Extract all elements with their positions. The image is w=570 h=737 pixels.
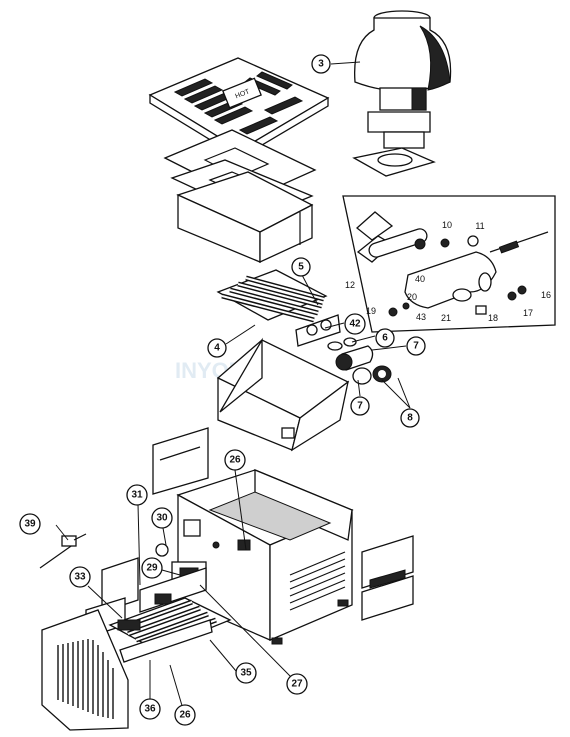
callout-39: 39 [19, 513, 41, 535]
callout-31: 31 [126, 484, 148, 506]
callout-42: 42 [344, 313, 366, 335]
svg-text:26: 26 [179, 710, 191, 721]
inset-label-40: 40 [415, 274, 425, 284]
callout-26-b: 26 [174, 704, 196, 726]
inset-label-12: 12 [345, 280, 355, 290]
combustion-chamber [216, 337, 350, 452]
igniter-assembly [39, 533, 87, 569]
inset-label-11: 11 [475, 221, 484, 231]
part-callouts: 3 4 5 42 6 7 7 8 26 31 30 39 29 33 35 27… [19, 54, 426, 726]
callout-27: 27 [286, 673, 308, 695]
callout-5: 5 [291, 257, 311, 277]
callout-36: 36 [139, 698, 161, 720]
top-cover-panel: HOT [148, 57, 330, 160]
svg-text:4: 4 [214, 343, 220, 354]
callout-26-a: 26 [224, 449, 246, 471]
draft-hood-stack [352, 10, 452, 177]
callout-8: 8 [400, 408, 420, 428]
inset-label-10: 10 [442, 220, 452, 230]
callout-7-a: 7 [406, 336, 426, 356]
callout-3: 3 [311, 54, 331, 74]
inset-label-16: 16 [541, 290, 551, 300]
svg-text:35: 35 [240, 668, 252, 679]
svg-text:30: 30 [156, 513, 168, 524]
water-unions [327, 337, 392, 385]
rear-access-panel [152, 427, 209, 495]
callout-29: 29 [141, 557, 163, 579]
inset-label-43: 43 [416, 312, 426, 322]
inset-label-18: 18 [488, 313, 498, 323]
inset-part-labels: 10 11 40 20 12 19 43 21 18 17 16 [345, 220, 551, 323]
heater-cabinet [176, 469, 354, 645]
svg-text:31: 31 [131, 490, 143, 501]
svg-text:6: 6 [382, 333, 388, 344]
callout-33: 33 [69, 566, 91, 588]
callout-4: 4 [207, 338, 227, 358]
svg-text:5: 5 [298, 262, 304, 273]
svg-text:3: 3 [318, 59, 324, 70]
svg-text:42: 42 [349, 319, 361, 330]
leader-lines [55, 61, 411, 710]
callout-6: 6 [375, 328, 395, 348]
svg-text:7: 7 [413, 341, 419, 352]
svg-text:27: 27 [291, 679, 303, 690]
inset-label-21: 21 [441, 313, 451, 323]
svg-text:26: 26 [229, 455, 241, 466]
callout-35: 35 [235, 662, 257, 684]
svg-text:8: 8 [407, 413, 413, 424]
svg-text:36: 36 [144, 704, 156, 715]
inset-label-17: 17 [523, 308, 533, 318]
svg-text:7: 7 [357, 401, 363, 412]
inset-label-19: 19 [366, 306, 376, 316]
svg-text:29: 29 [146, 563, 158, 574]
callout-30: 30 [151, 507, 173, 529]
svg-text:39: 39 [24, 519, 36, 530]
side-panels [361, 535, 414, 621]
flue-collector-box [176, 171, 314, 264]
inset-label-20: 20 [407, 292, 417, 302]
burner-tray-bracket [101, 557, 207, 613]
callout-7-b: 7 [350, 396, 370, 416]
heat-exchanger [216, 269, 341, 347]
svg-text:33: 33 [74, 572, 86, 583]
header-parts-inset [342, 195, 556, 333]
front-grille-panel [41, 609, 129, 731]
